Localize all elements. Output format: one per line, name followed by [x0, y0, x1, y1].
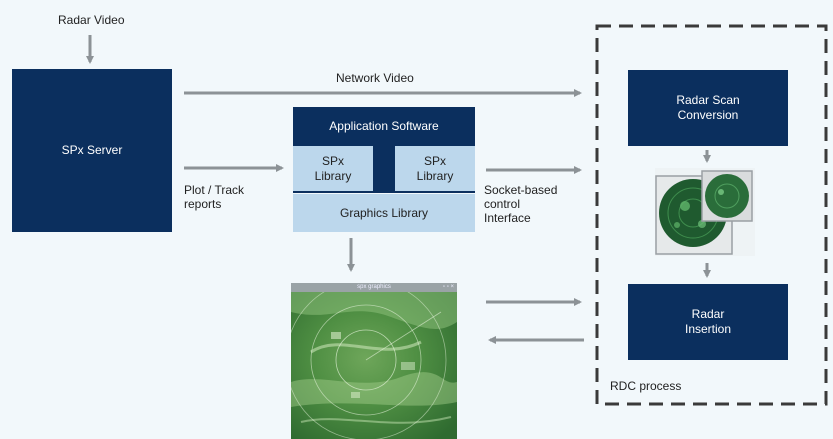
app-window-title: spx graphics	[357, 284, 391, 290]
radar-scan-conversion-label: Radar Scan Conversion	[676, 93, 740, 122]
plot-track-label: Plot / Track reports	[184, 183, 245, 211]
application-software-label: Application Software	[329, 119, 439, 133]
graphics-library-box: Graphics Library	[293, 194, 475, 232]
socket-interface-label: Socket-based control Interface	[484, 183, 558, 225]
spx-server-label: SPx Server	[61, 143, 123, 157]
radar-scan-thumbnail	[655, 168, 755, 256]
spx-library-right-box: SPx Library	[395, 146, 475, 191]
application-software-box: Application Software	[293, 107, 475, 146]
graphics-library-label: Graphics Library	[339, 205, 429, 220]
radar-map-display	[291, 283, 457, 439]
spx-library-right-label: SPx Library	[416, 153, 454, 183]
spx-server-box: SPx Server	[12, 69, 172, 232]
radar-scan-conversion-box: Radar Scan Conversion	[628, 70, 788, 146]
spx-library-left-box: SPx Library	[293, 146, 373, 191]
rdc-process-boundary	[595, 24, 828, 406]
app-window: spx graphics ▫ ▫ ×	[291, 283, 457, 439]
radar-insertion-label: Radar Insertion	[684, 307, 732, 336]
radar-insertion-box: Radar Insertion	[628, 284, 788, 360]
window-controls-icon: ▫ ▫ ×	[442, 284, 454, 290]
network-video-label: Network Video	[336, 71, 414, 85]
app-window-titlebar: spx graphics ▫ ▫ ×	[291, 283, 457, 292]
spx-library-left-label: SPx Library	[314, 153, 352, 183]
rdc-process-label: RDC process	[610, 379, 682, 393]
radar-video-label: Radar Video	[58, 13, 125, 27]
